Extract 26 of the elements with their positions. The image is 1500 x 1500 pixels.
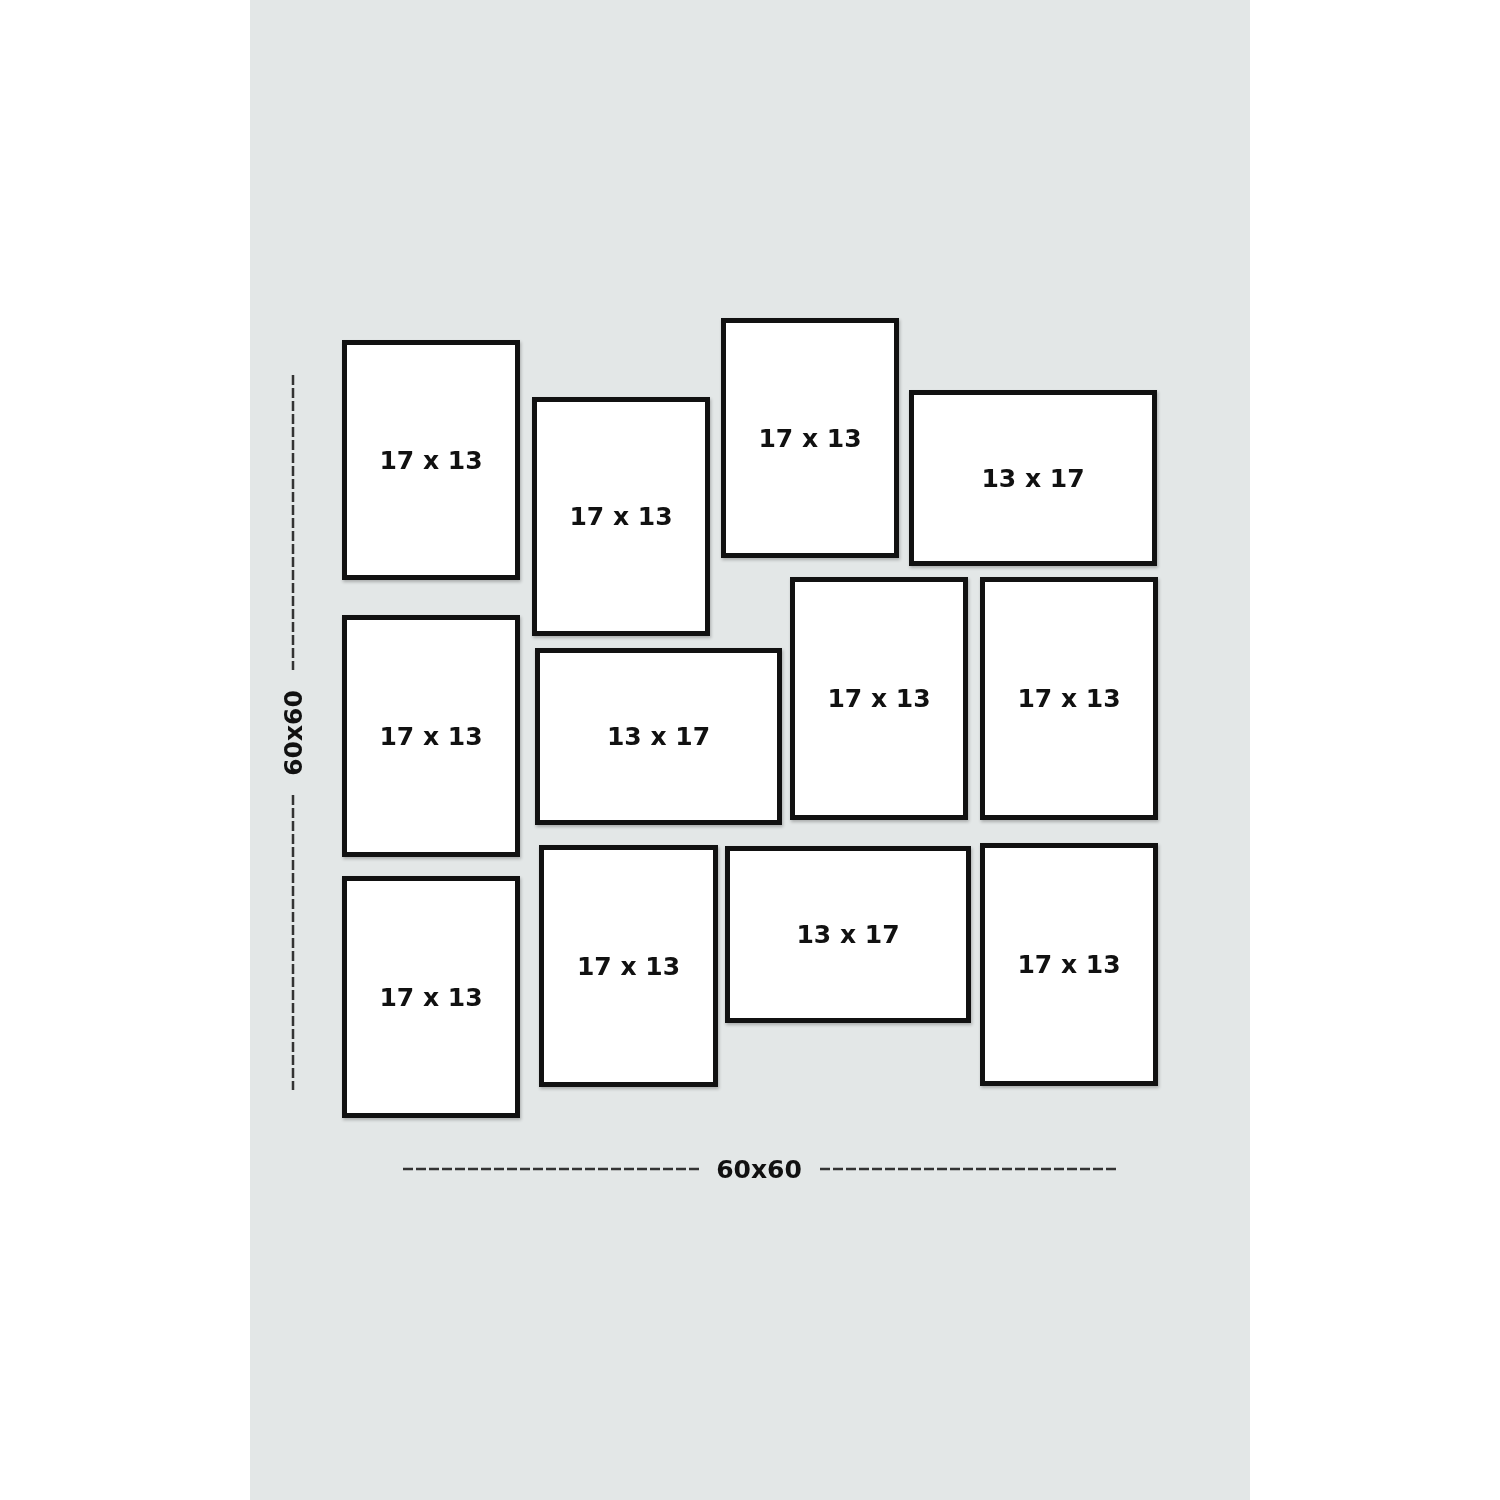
picture-frame xyxy=(342,615,520,857)
dimension-label: 60x60 xyxy=(278,690,308,776)
size-label: 17 x 13 xyxy=(1017,684,1121,713)
picture-frame xyxy=(535,648,782,825)
size-label: 17 x 13 xyxy=(1017,950,1121,979)
size-label: 17 x 13 xyxy=(576,951,681,981)
picture-frame xyxy=(909,390,1157,566)
size-label: 13 x 17 xyxy=(606,722,711,751)
picture-frame xyxy=(980,577,1158,820)
size-label: 17 x 13 xyxy=(379,721,483,751)
size-label: 17 x 13 xyxy=(758,423,862,453)
size-label: 17 x 13 xyxy=(379,445,483,475)
size-label: 13 x 17 xyxy=(796,920,900,949)
picture-frame xyxy=(342,876,520,1118)
size-label: 17 x 13 xyxy=(827,684,931,713)
size-label: 17 x 13 xyxy=(569,502,673,531)
size-label: 17 x 13 xyxy=(379,982,483,1012)
picture-frame xyxy=(790,577,968,820)
picture-frame xyxy=(532,397,710,636)
picture-frame xyxy=(539,845,718,1087)
size-label: 13 x 17 xyxy=(981,463,1085,493)
picture-frame xyxy=(342,340,520,580)
picture-frame xyxy=(721,318,899,558)
picture-frame xyxy=(980,843,1158,1086)
picture-frame xyxy=(725,846,971,1023)
dimension-label: 60x60 xyxy=(716,1154,802,1184)
